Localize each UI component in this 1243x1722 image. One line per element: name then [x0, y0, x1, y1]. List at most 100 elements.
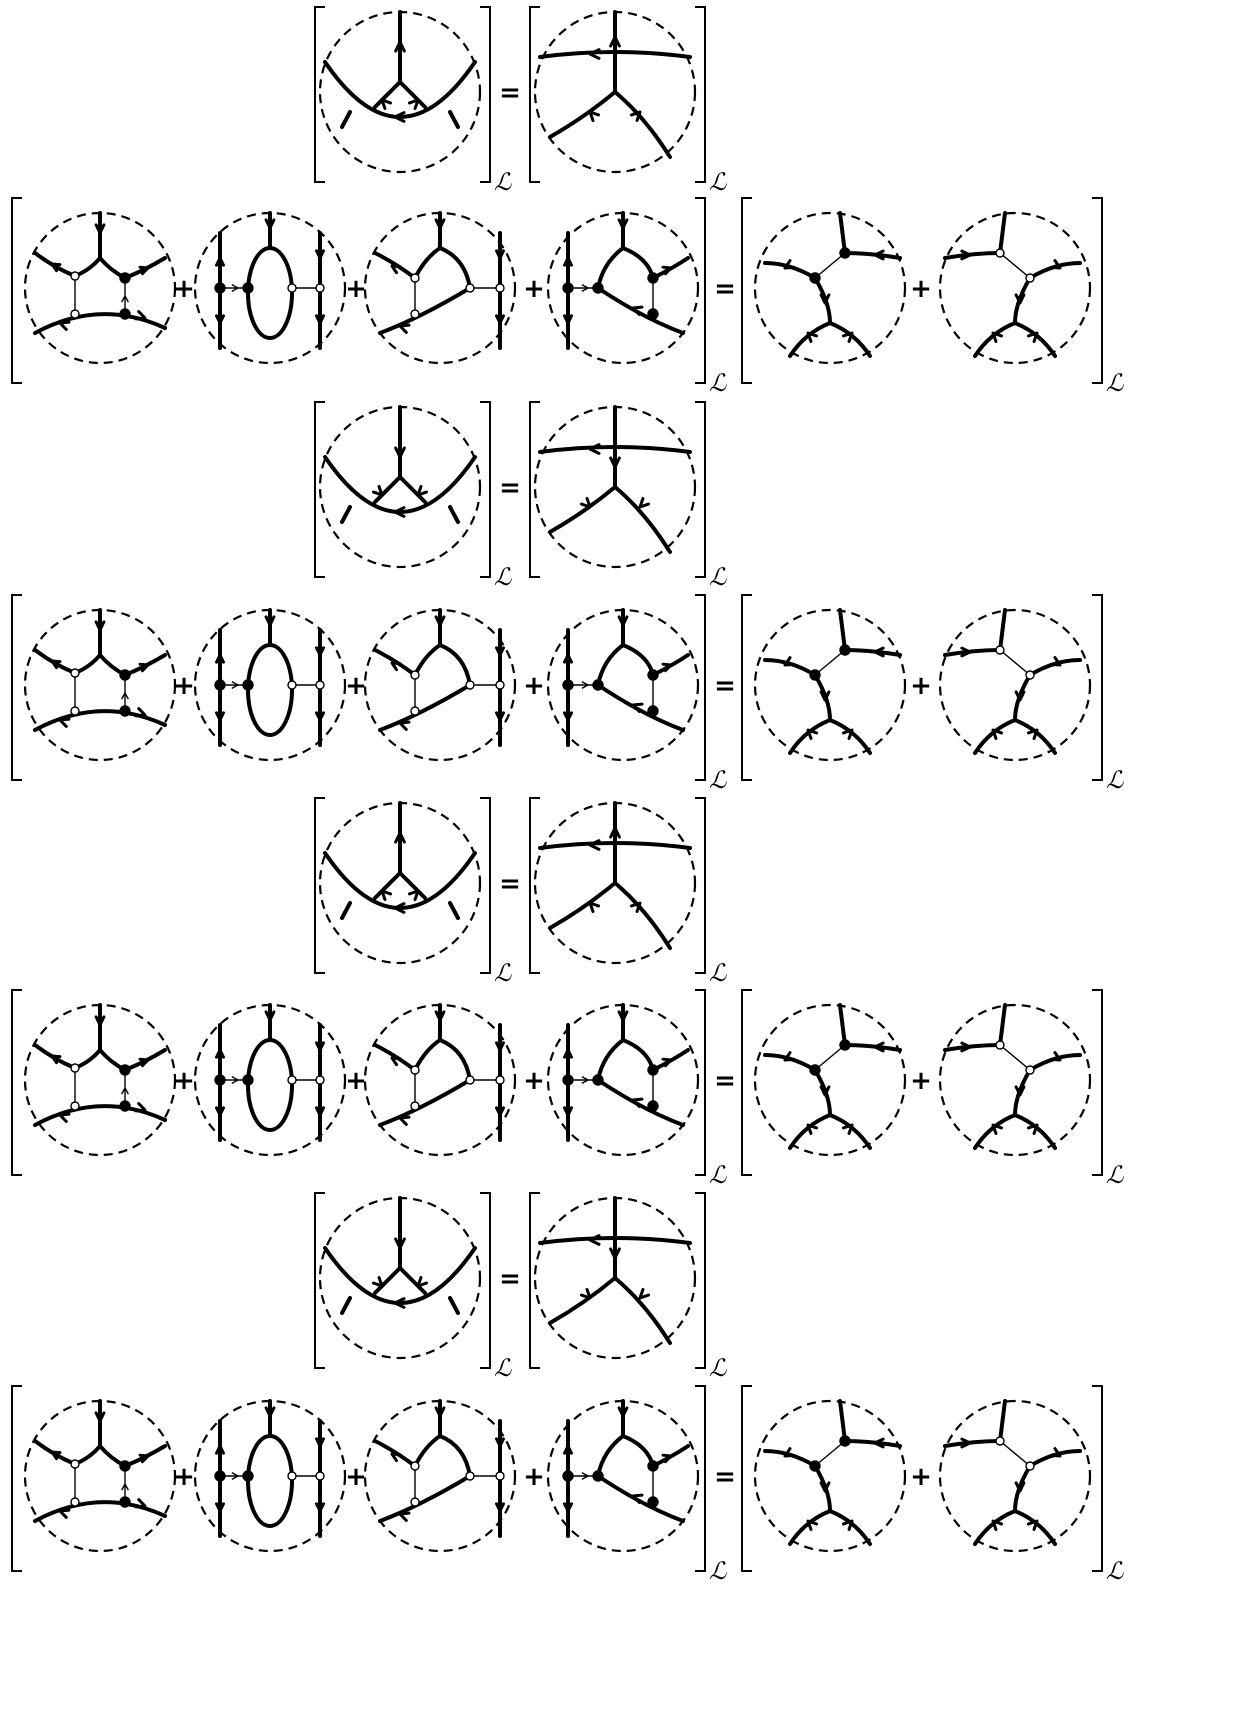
- open-vertex: [71, 669, 79, 677]
- strand: [380, 685, 470, 730]
- arrowhead: [60, 1510, 69, 1517]
- strand: [598, 288, 683, 333]
- arrowhead: [808, 1521, 816, 1529]
- arrowhead: [785, 658, 794, 665]
- plus-sign: +: [345, 671, 367, 701]
- disk-braid-right: [535, 407, 695, 567]
- disk-mixed: [365, 610, 515, 760]
- filled-vertex: [840, 248, 850, 258]
- open-vertex: [1026, 274, 1034, 282]
- filled-vertex: [243, 1075, 253, 1085]
- filled-vertex: [810, 1065, 820, 1075]
- bracket-line: [480, 7, 490, 182]
- disk-hexagon: [25, 610, 175, 760]
- open-vertex: [466, 1472, 474, 1480]
- arrowhead: [808, 333, 816, 341]
- bracket-line: [12, 1386, 22, 1571]
- filled-vertex: [120, 309, 130, 319]
- open-vertex: [1026, 1066, 1034, 1074]
- equals-sign: =: [499, 78, 521, 108]
- strand: [550, 1278, 615, 1323]
- open-vertex: [71, 1102, 79, 1110]
- disk-loop: [195, 1401, 345, 1551]
- bracket-line: [695, 990, 705, 1175]
- filled-vertex: [810, 1461, 820, 1471]
- plus-sign: +: [910, 671, 932, 701]
- disk-braid-left: [320, 12, 480, 172]
- arrowhead: [410, 891, 418, 899]
- disk-tree: [940, 610, 1090, 760]
- disk-mixed-mirror: [548, 213, 698, 363]
- arrowhead: [785, 1449, 794, 1456]
- disk-tree: [755, 1401, 905, 1551]
- open-vertex: [496, 1472, 504, 1480]
- strand: [765, 263, 815, 278]
- arrowhead: [844, 1521, 852, 1529]
- strand: [440, 1436, 470, 1476]
- arrowhead: [392, 663, 400, 670]
- arrowhead: [410, 100, 418, 108]
- strand: [598, 645, 623, 685]
- open-vertex: [466, 1076, 474, 1084]
- open-vertex: [466, 681, 474, 689]
- strand: [1030, 1055, 1080, 1070]
- filled-vertex: [215, 1075, 225, 1085]
- arrowhead: [392, 1454, 400, 1461]
- arrowhead: [418, 1278, 426, 1286]
- arrowhead: [632, 112, 640, 120]
- bracket-line: [480, 402, 490, 577]
- filled-vertex: [120, 1101, 130, 1111]
- open-vertex: [71, 272, 79, 280]
- bracket-line: [12, 198, 22, 383]
- loop-strand: [248, 248, 292, 338]
- left-bracket: [12, 1386, 22, 1571]
- open-vertex: [411, 1462, 419, 1470]
- plus-sign: +: [345, 274, 367, 304]
- strand: [550, 883, 615, 928]
- subscript-label: ℒ: [1106, 1161, 1124, 1189]
- left-bracket: [742, 198, 752, 383]
- arrowhead: [993, 1521, 1001, 1529]
- strand: [765, 660, 815, 675]
- filled-vertex: [563, 680, 573, 690]
- left-bracket: [12, 198, 22, 383]
- plus-sign: +: [173, 1066, 195, 1096]
- arrowhead: [60, 322, 69, 329]
- plus-sign: +: [173, 274, 195, 304]
- strand: [598, 1080, 683, 1125]
- arrowhead: [392, 266, 400, 273]
- disk-loop: [195, 610, 345, 760]
- plus-sign: +: [910, 1066, 932, 1096]
- right-bracket: ℒ: [1092, 198, 1124, 397]
- equals-sign: =: [499, 869, 521, 899]
- open-vertex: [496, 681, 504, 689]
- subscript-label: ℒ: [494, 563, 512, 591]
- arrowhead: [1051, 261, 1060, 268]
- subscript-label: ℒ: [1106, 766, 1124, 794]
- strand: [815, 253, 845, 278]
- dashed-disk: [755, 1005, 905, 1155]
- filled-vertex: [648, 1065, 658, 1075]
- left-bracket: [742, 595, 752, 780]
- filled-vertex: [648, 706, 658, 716]
- disk-mixed-mirror: [548, 1401, 698, 1551]
- filled-vertex: [120, 1461, 130, 1471]
- plus-sign: +: [910, 1462, 932, 1492]
- arrowhead: [136, 709, 145, 716]
- strand: [845, 650, 900, 655]
- strand: [615, 92, 670, 157]
- equals-sign: =: [714, 1462, 736, 1492]
- disk-mixed-mirror: [548, 610, 698, 760]
- subscript-label: ℒ: [1106, 1557, 1124, 1585]
- right-bracket: ℒ: [1092, 595, 1124, 794]
- filled-vertex: [593, 283, 603, 293]
- filled-vertex: [648, 1461, 658, 1471]
- open-vertex: [411, 1066, 419, 1074]
- strand: [415, 1436, 440, 1466]
- strand: [1030, 263, 1080, 278]
- arrowhead: [374, 1278, 382, 1286]
- open-vertex: [996, 1041, 1004, 1049]
- disk-braid-left: [320, 1198, 480, 1358]
- bracket-line: [480, 1193, 490, 1368]
- filled-vertex: [120, 706, 130, 716]
